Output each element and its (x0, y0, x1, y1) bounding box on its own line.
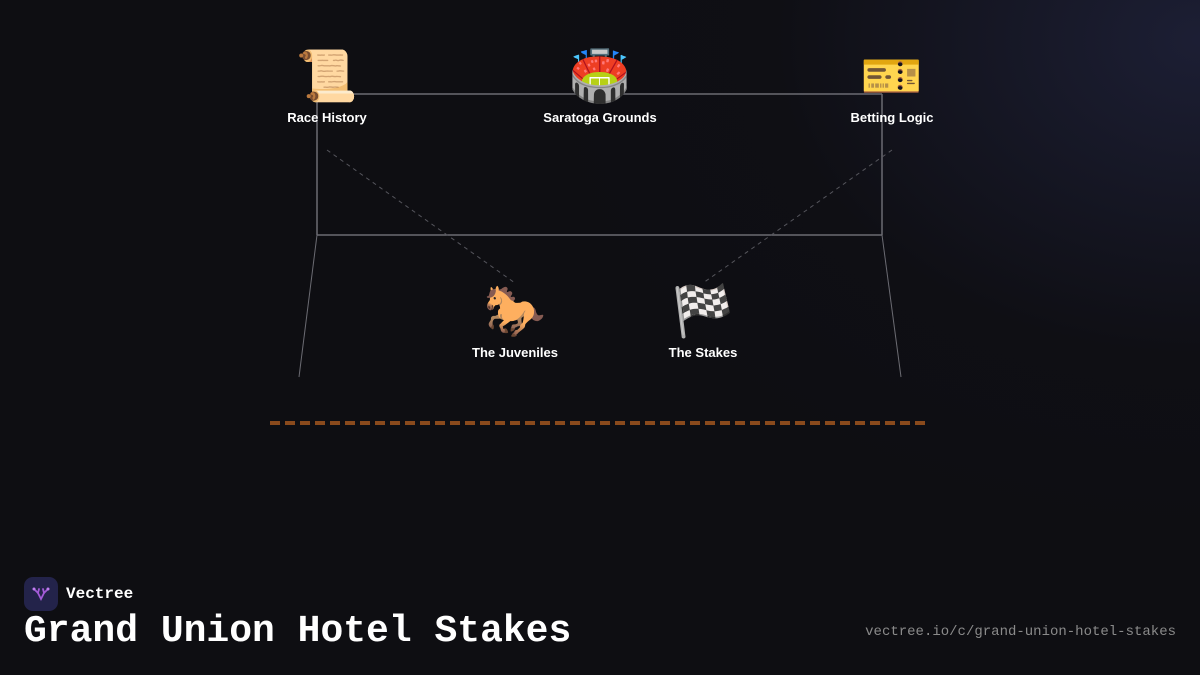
node-race-history: 📜 Race History (227, 48, 427, 125)
dashed-link-history-juveniles (326, 149, 516, 284)
node-the-stakes: 🏁 The Stakes (603, 283, 803, 360)
stadium-icon: 🏟️ (568, 47, 632, 105)
connector-right-leg (881, 234, 902, 378)
ticket-icon: 🎫 (860, 47, 924, 105)
brand: Vectree (24, 577, 133, 611)
page-url[interactable]: vectree.io/c/grand-union-hotel-stakes (865, 624, 1176, 640)
connector-left-leg (298, 234, 318, 378)
checkered-flag-icon: 🏁 (671, 282, 735, 340)
node-the-juveniles: 🐎 The Juveniles (415, 283, 615, 360)
node-saratoga-grounds: 🏟️ Saratoga Grounds (500, 48, 700, 125)
node-betting-logic: 🎫 Betting Logic (792, 48, 992, 125)
scroll-icon: 📜 (295, 47, 359, 105)
vectree-logo-icon (24, 577, 58, 611)
brand-name: Vectree (66, 585, 134, 603)
node-label: Saratoga Grounds (543, 110, 657, 125)
node-label: The Stakes (668, 345, 738, 360)
page-title: Grand Union Hotel Stakes (24, 610, 572, 653)
node-label: Betting Logic (850, 110, 934, 125)
node-label: Race History (287, 110, 367, 125)
dashed-link-betting-stakes (702, 149, 893, 284)
horse-icon: 🐎 (483, 282, 547, 340)
node-label: The Juveniles (472, 345, 558, 360)
